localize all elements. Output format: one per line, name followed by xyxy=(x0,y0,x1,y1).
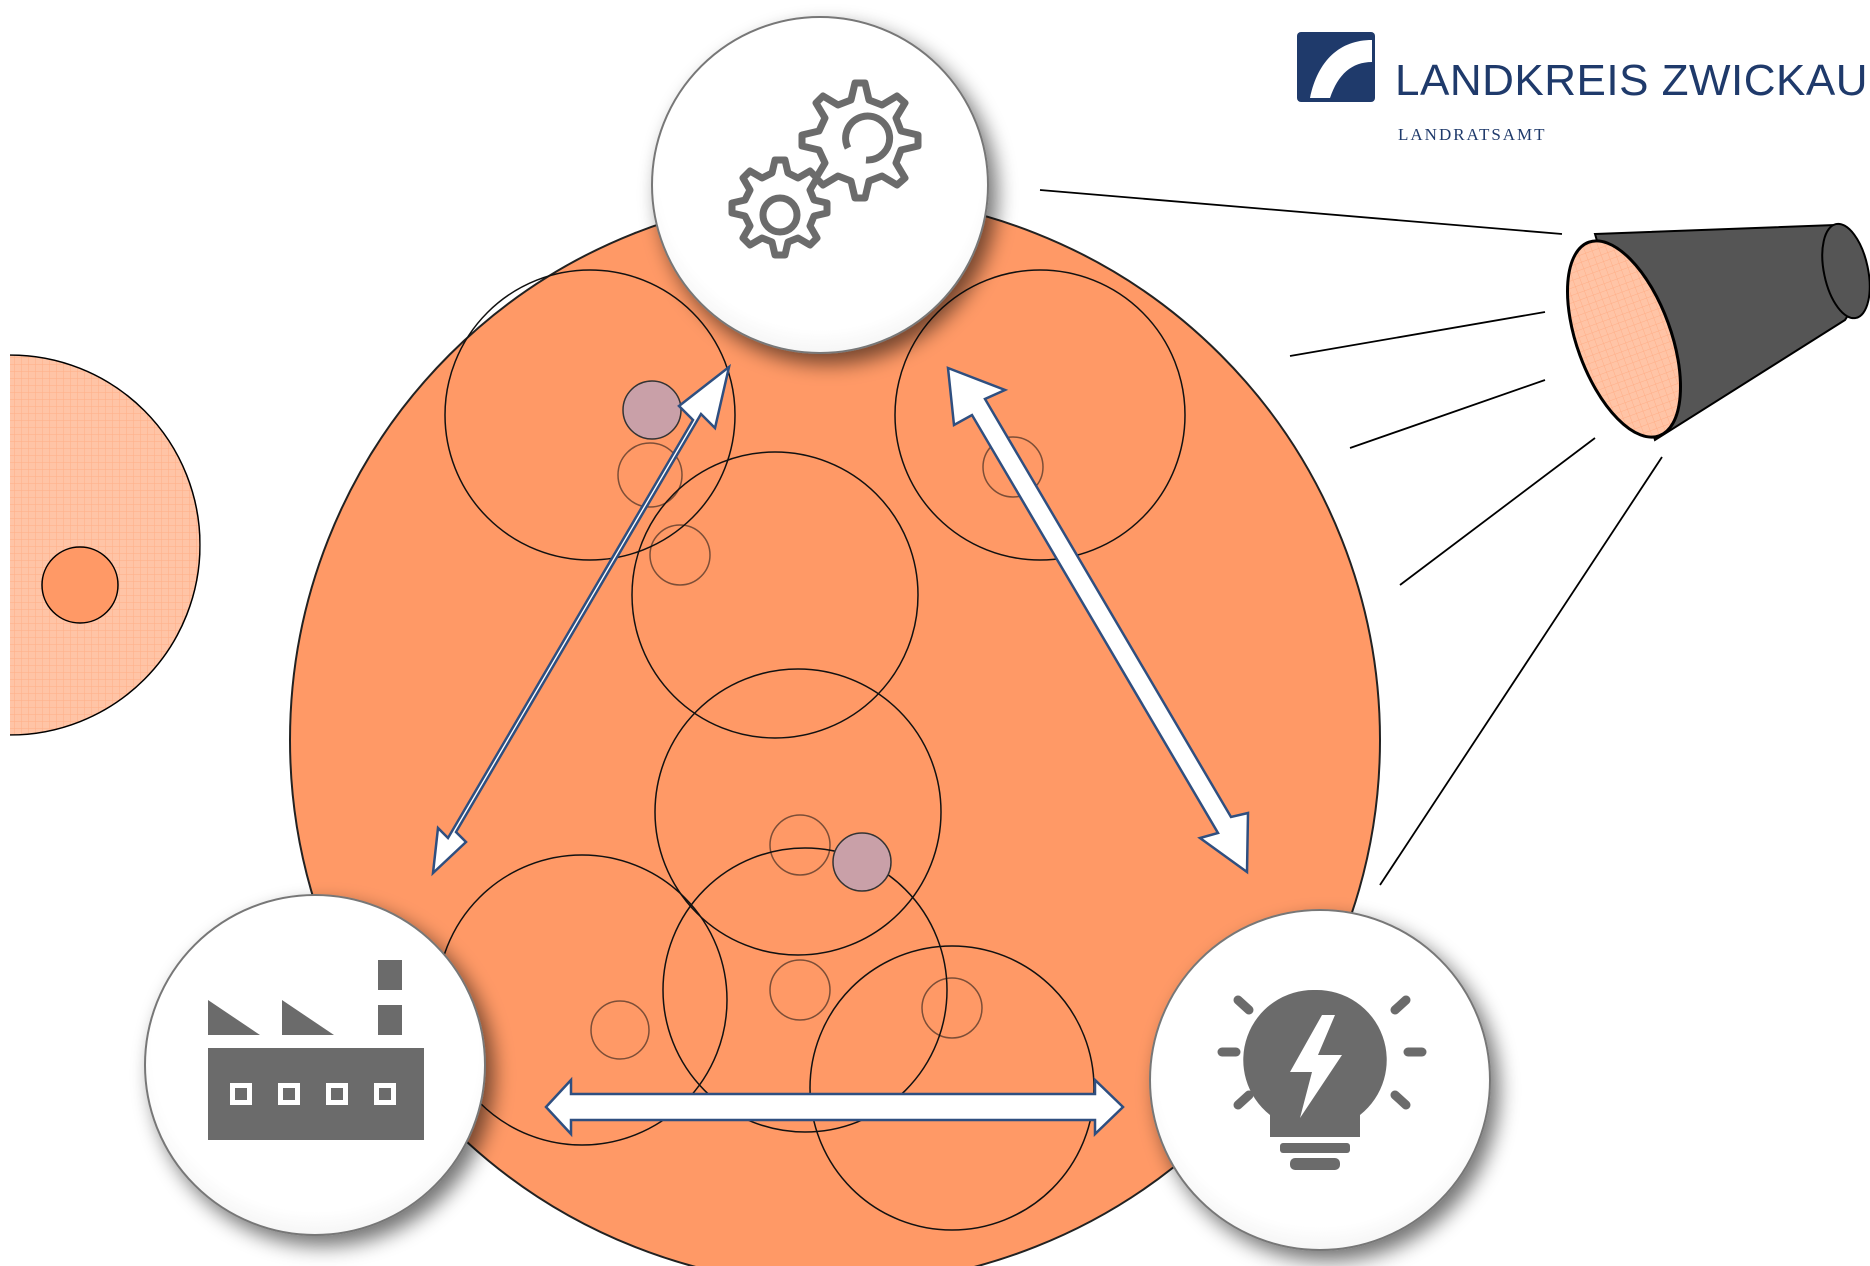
logo-subtitle: LANDRATSAMT xyxy=(1398,125,1547,144)
left-partial-circle xyxy=(0,340,200,760)
left-inner-dot xyxy=(41,546,119,624)
arrow-top-to-energy xyxy=(946,366,1250,875)
double-arrows xyxy=(431,363,1250,1138)
landkreis-logo: LANDKREIS ZWICKAU LANDRATSAMT xyxy=(1297,32,1868,144)
arrow-factory-to-energy xyxy=(544,1076,1125,1138)
lightbulb-energy-icon xyxy=(1217,989,1427,1170)
gears-icon xyxy=(728,79,922,259)
megaphone-rays xyxy=(1039,189,1663,886)
highlight-dot xyxy=(832,832,892,892)
logo-title: LANDKREIS ZWICKAU xyxy=(1395,56,1868,105)
arrow-top-to-factory xyxy=(431,363,732,877)
highlight-dot xyxy=(622,380,682,440)
megaphone-icon xyxy=(1566,222,1870,442)
factory-icon xyxy=(208,960,424,1140)
